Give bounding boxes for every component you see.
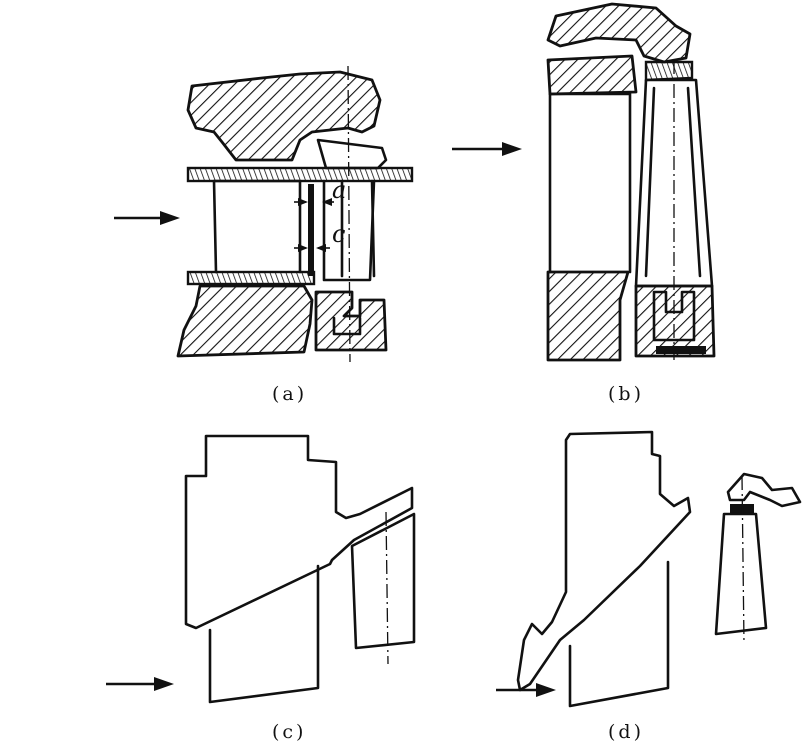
clearance-strip-a (308, 184, 314, 276)
slanted-piece-c (350, 512, 416, 650)
small-punch-body-d (714, 512, 768, 636)
dimension-label-a: a (332, 176, 346, 204)
small-punch-head-d (726, 472, 802, 508)
punch-stem-a (340, 179, 376, 278)
blank-outline-d (516, 430, 692, 692)
lower-guide-b (634, 284, 716, 358)
panel-a: a c (a) (114, 65, 414, 405)
dimension-c: c (294, 220, 345, 252)
dimension-a: a (294, 176, 346, 206)
workpiece-a (212, 179, 302, 274)
upper-stripper-plate-a (186, 166, 414, 183)
lower-guide-slot-b (652, 290, 696, 342)
lower-die-a (176, 284, 314, 358)
punch-a (316, 138, 388, 282)
guide-slot-a (332, 316, 362, 336)
workpiece-b (548, 92, 632, 274)
feed-arrow-d (496, 683, 556, 697)
lower-block-c (208, 564, 320, 704)
panel-c: (c) (106, 434, 416, 743)
upper-plate-b (546, 54, 638, 96)
feed-arrow-b (452, 142, 522, 156)
caption-b: (b) (608, 383, 644, 405)
lower-die-b (546, 270, 630, 362)
guide-block-a (314, 290, 388, 352)
caption-c: (c) (272, 721, 306, 743)
upper-holder-b (546, 2, 692, 64)
panel-b: (b) (452, 2, 716, 405)
panel-d: (d) (496, 430, 802, 743)
caption-a: (a) (272, 383, 307, 405)
punch-inner-lines-b (644, 86, 702, 278)
upper-right-block-b (644, 60, 694, 82)
lower-base-strip-b (656, 346, 706, 354)
lower-stripper-plate-a (186, 270, 316, 286)
feed-arrow-c (106, 677, 174, 691)
dimension-label-c: c (332, 220, 345, 248)
caption-d: (d) (608, 721, 644, 743)
lower-block-d (568, 560, 670, 708)
blank-outline-c (184, 434, 414, 630)
feed-arrow-a (114, 211, 180, 225)
upper-holder-a (186, 70, 382, 162)
